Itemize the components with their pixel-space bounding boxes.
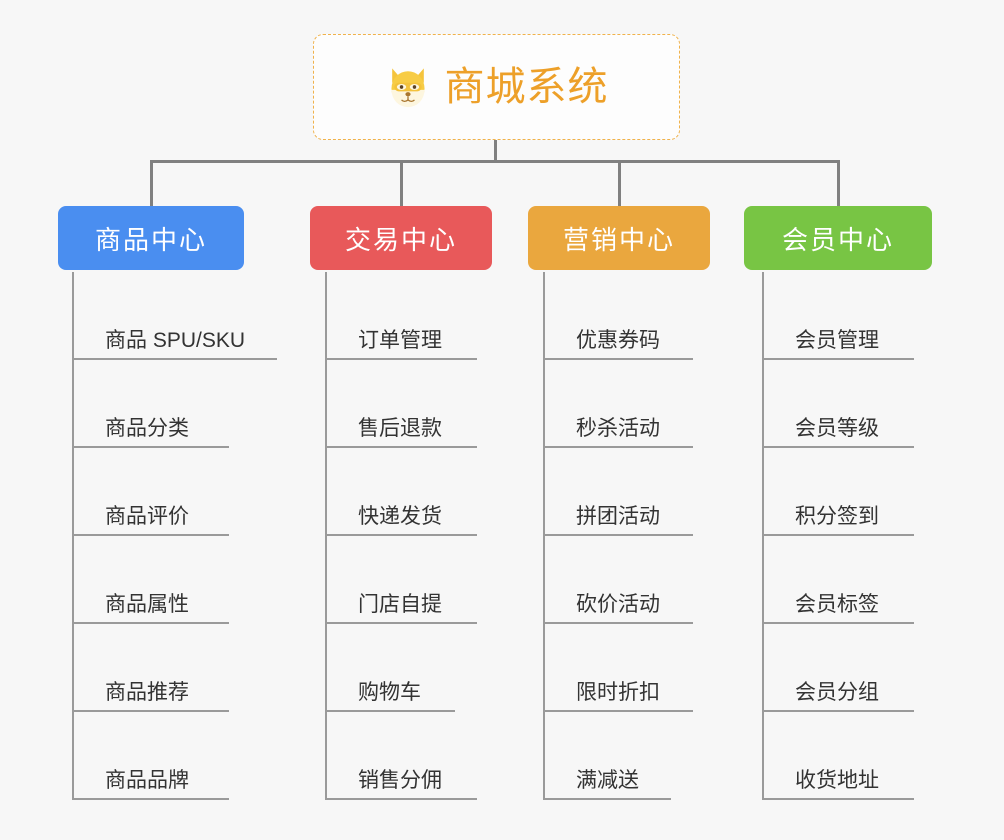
leaf-item[interactable]: 积分签到 bbox=[762, 448, 914, 536]
leaf-item-label: 订单管理 bbox=[358, 329, 442, 352]
root-stem-line bbox=[494, 140, 497, 162]
leaf-item[interactable]: 秒杀活动 bbox=[543, 360, 693, 448]
branch-box-3[interactable]: 营销中心 bbox=[528, 206, 710, 270]
leaf-item-label: 拼团活动 bbox=[576, 505, 660, 528]
leaf-item[interactable]: 订单管理 bbox=[325, 272, 477, 360]
leaf-item[interactable]: 会员标签 bbox=[762, 536, 914, 624]
leaf-item[interactable]: 售后退款 bbox=[325, 360, 477, 448]
branch-stem-line-2 bbox=[618, 160, 621, 206]
leaf-item-label: 砍价活动 bbox=[576, 593, 660, 616]
leaf-item[interactable]: 快递发货 bbox=[325, 448, 477, 536]
leaf-item[interactable]: 会员分组 bbox=[762, 624, 914, 712]
leaf-item-label: 商品分类 bbox=[105, 417, 189, 440]
leaf-item[interactable]: 商品品牌 bbox=[72, 712, 229, 800]
leaf-item-label: 会员等级 bbox=[795, 417, 879, 440]
leaf-item[interactable]: 会员管理 bbox=[762, 272, 914, 360]
leaf-item[interactable]: 砍价活动 bbox=[543, 536, 693, 624]
leaf-item-label: 优惠券码 bbox=[576, 329, 660, 352]
leaf-item-label: 会员标签 bbox=[795, 593, 879, 616]
branch-label: 交易中心 bbox=[344, 224, 457, 255]
leaf-item[interactable]: 优惠券码 bbox=[543, 272, 693, 360]
leaf-item-label: 商品推荐 bbox=[105, 681, 189, 704]
root-title: 商城系统 bbox=[444, 65, 609, 109]
leaf-item[interactable]: 拼团活动 bbox=[543, 448, 693, 536]
leaf-item[interactable]: 收货地址 bbox=[762, 712, 914, 800]
branch-stem-line-1 bbox=[400, 160, 403, 206]
leaf-item[interactable]: 门店自提 bbox=[325, 536, 477, 624]
leaf-item[interactable]: 商品属性 bbox=[72, 536, 229, 624]
leaf-item-label: 满减送 bbox=[576, 769, 639, 792]
trunk-line bbox=[150, 160, 840, 163]
leaf-item-label: 门店自提 bbox=[358, 593, 442, 616]
branch-box-1[interactable]: 商品中心 bbox=[58, 206, 244, 270]
dog-face-icon bbox=[385, 64, 431, 110]
leaf-item[interactable]: 会员等级 bbox=[762, 360, 914, 448]
leaf-item[interactable]: 满减送 bbox=[543, 712, 671, 800]
leaf-item[interactable]: 商品 SPU/SKU bbox=[72, 272, 277, 360]
leaf-item-label: 商品 SPU/SKU bbox=[105, 329, 246, 352]
leaf-item[interactable]: 商品推荐 bbox=[72, 624, 229, 712]
leaf-spine bbox=[543, 272, 545, 800]
branch-box-4[interactable]: 会员中心 bbox=[744, 206, 932, 270]
branch-label: 营销中心 bbox=[562, 224, 675, 255]
leaf-item[interactable]: 限时折扣 bbox=[543, 624, 693, 712]
branch-stem-line-3 bbox=[837, 160, 840, 206]
leaf-item[interactable]: 商品评价 bbox=[72, 448, 229, 536]
leaf-item-label: 限时折扣 bbox=[576, 681, 660, 704]
branch-stem-line-0 bbox=[150, 160, 153, 206]
leaf-item-label: 收货地址 bbox=[795, 769, 879, 792]
branch-box-2[interactable]: 交易中心 bbox=[310, 206, 492, 270]
leaf-item-label: 快递发货 bbox=[358, 505, 442, 528]
leaf-item-label: 商品评价 bbox=[105, 505, 189, 528]
leaf-item[interactable]: 购物车 bbox=[325, 624, 455, 712]
root-node[interactable]: 商城系统 bbox=[313, 34, 680, 140]
leaf-item-label: 会员分组 bbox=[795, 681, 879, 704]
branch-label: 商品中心 bbox=[94, 224, 207, 255]
leaf-item[interactable]: 销售分佣 bbox=[325, 712, 477, 800]
leaf-item-label: 商品品牌 bbox=[105, 769, 189, 792]
leaf-item-label: 购物车 bbox=[358, 681, 421, 704]
leaf-item-label: 秒杀活动 bbox=[576, 417, 660, 440]
leaf-item-label: 会员管理 bbox=[795, 329, 879, 352]
leaf-item[interactable]: 商品分类 bbox=[72, 360, 229, 448]
leaf-item-label: 售后退款 bbox=[358, 417, 442, 440]
leaf-spine bbox=[762, 272, 764, 800]
leaf-item-label: 积分签到 bbox=[795, 505, 879, 528]
leaf-spine bbox=[325, 272, 327, 800]
leaf-spine bbox=[72, 272, 74, 800]
leaf-item-label: 商品属性 bbox=[105, 593, 189, 616]
branch-label: 会员中心 bbox=[781, 224, 894, 255]
leaf-item-label: 销售分佣 bbox=[358, 769, 442, 792]
